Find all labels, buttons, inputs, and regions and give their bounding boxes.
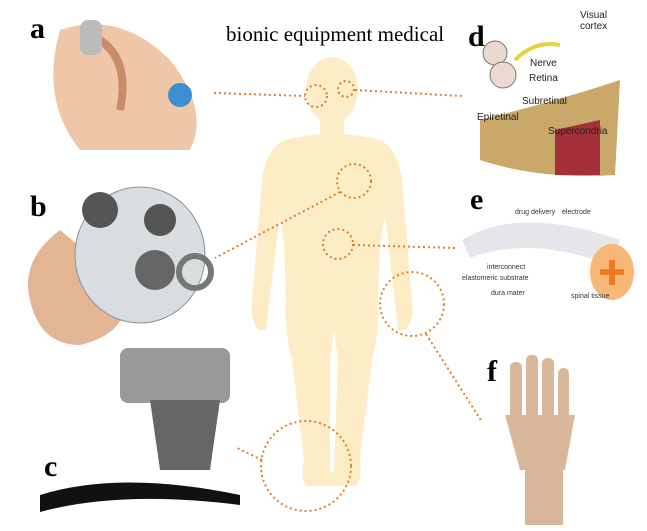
label-epiretinal: Epiretinal	[477, 112, 519, 123]
panel-label-e: e	[470, 183, 484, 216]
human-body-silhouette	[251, 57, 413, 486]
spinal-implant-illustration	[462, 222, 634, 300]
label-subretinal: Subretinal	[522, 96, 568, 107]
panel-label-f: f	[487, 355, 497, 388]
retinal-implant-illustration	[480, 40, 620, 176]
prosthetic-leg-illustration	[40, 348, 240, 512]
diagram-title: bionic equipment medical	[226, 22, 445, 46]
cochlear-implant-illustration	[53, 20, 197, 150]
label-nerve: Nerve	[530, 58, 557, 69]
panel-label-a: a	[30, 12, 45, 45]
robotic-hand-illustration	[505, 355, 575, 525]
panel-label-b: b	[30, 190, 47, 223]
label-electrode: electrode	[562, 209, 591, 216]
label-spinal-tissue: spinal tissue	[571, 293, 610, 300]
label-interconnect: interconnect	[487, 264, 526, 271]
panel-label-c: c	[44, 450, 58, 483]
label-visual-cortex: Visual cortex	[580, 10, 608, 32]
label-supercondria: Supercondria	[548, 126, 608, 137]
label-drug-delivery: drug delivery	[515, 209, 556, 216]
artificial-heart-illustration	[28, 186, 214, 345]
label-dura-mater: dura mater	[491, 290, 525, 297]
panel-label-d: d	[468, 20, 485, 53]
label-elastomeric-substrate: elastomeric substrate	[462, 275, 529, 282]
label-retina: Retina	[529, 73, 558, 84]
callout-markers	[213, 80, 483, 512]
